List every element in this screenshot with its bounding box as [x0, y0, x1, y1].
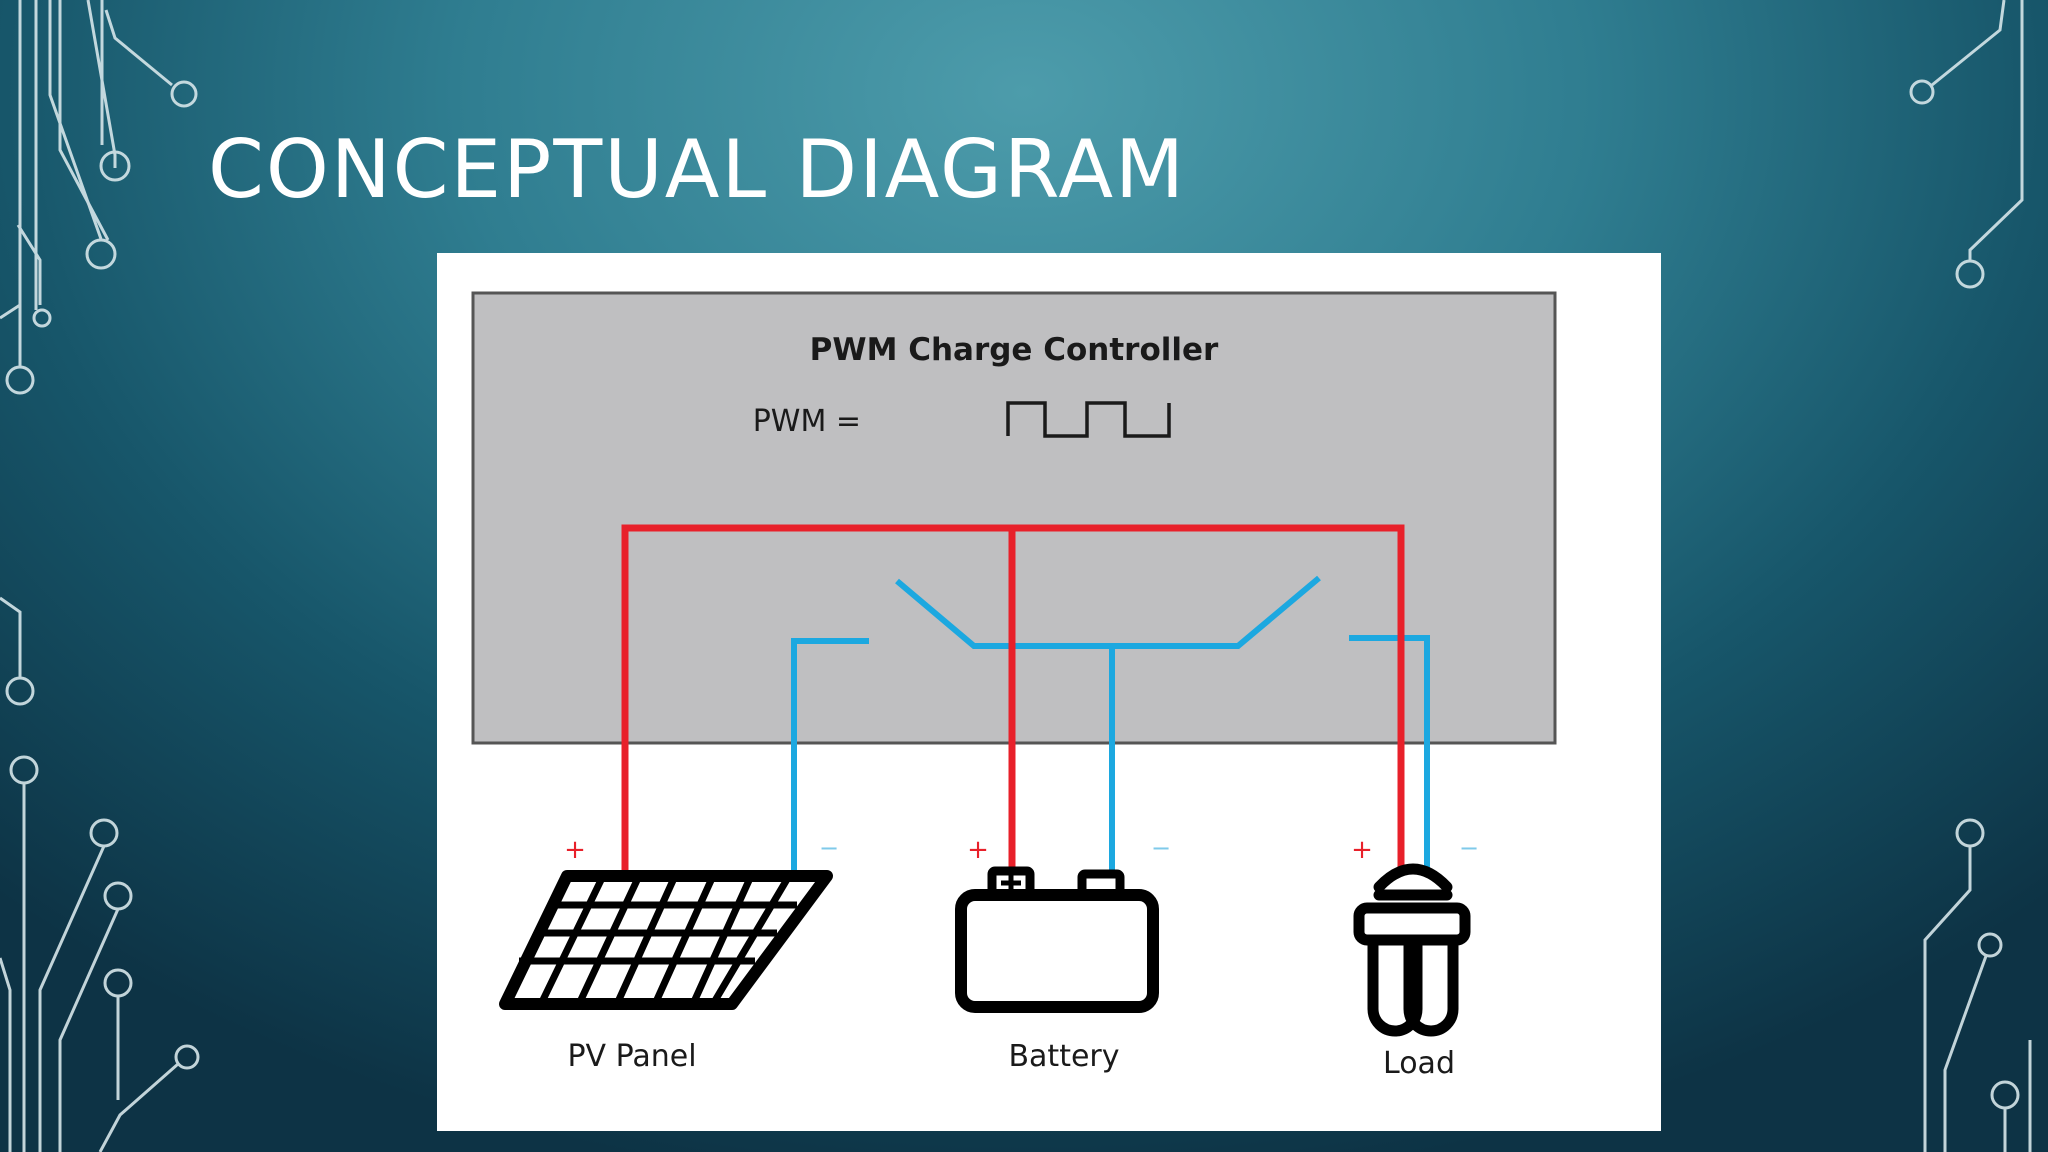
pwm-square-wave: [1006, 401, 1171, 438]
pv-plus-sign: +: [564, 835, 586, 865]
pwm-controller-diagram: PWM Charge Controller PWM = + − + − + −: [471, 291, 1557, 1081]
slide-title: CONCEPTUAL DIAGRAM: [208, 123, 1187, 216]
battery-icon: [955, 866, 1159, 1013]
pwm-label: PWM =: [753, 404, 861, 439]
load-label: Load: [1383, 1046, 1455, 1081]
light-bulb-icon: [1353, 863, 1471, 1037]
battery-label: Battery: [1008, 1039, 1119, 1074]
battery-minus-sign: −: [1151, 834, 1171, 862]
solar-panel-icon: [499, 870, 833, 1010]
pv-panel-label: PV Panel: [567, 1039, 696, 1074]
pv-minus-sign: −: [819, 834, 839, 862]
positive-wiring: [621, 524, 1405, 875]
battery-plus-sign: +: [967, 835, 989, 865]
negative-wiring: [791, 575, 1430, 873]
load-plus-sign: +: [1351, 835, 1373, 865]
diagram-panel: PWM Charge Controller PWM = + − + − + −: [437, 253, 1661, 1131]
controller-title: PWM Charge Controller: [810, 332, 1219, 368]
load-minus-sign: −: [1459, 834, 1479, 862]
